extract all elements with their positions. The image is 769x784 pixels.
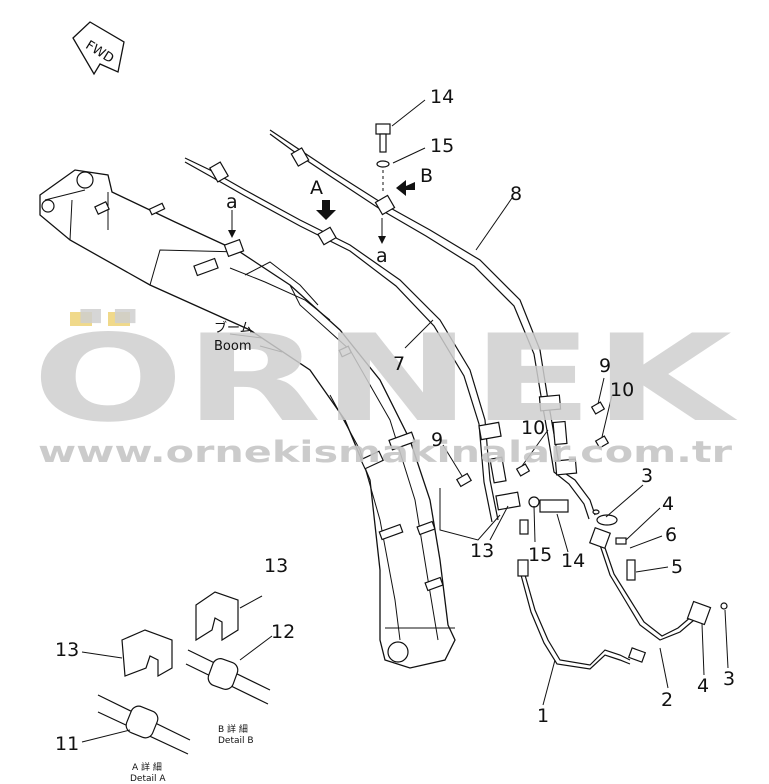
callout-13-detail-b: 13 bbox=[264, 555, 288, 577]
a-arrows bbox=[228, 210, 386, 244]
lower-fittings bbox=[439, 401, 728, 670]
view-label-b: B bbox=[420, 165, 433, 187]
callout-6: 6 bbox=[665, 524, 677, 546]
callout-9-right: 9 bbox=[599, 355, 611, 377]
callout-9-left: 9 bbox=[431, 429, 443, 451]
detail-a-en: Detail A bbox=[130, 774, 166, 784]
detail-a-jp: A 詳 細 bbox=[132, 761, 162, 773]
point-label-a-1: a bbox=[226, 191, 238, 213]
callout-13-mid: 13 bbox=[470, 540, 494, 562]
callout-10-mid: 10 bbox=[521, 417, 545, 439]
callout-3-upper: 3 bbox=[641, 465, 653, 487]
callout-4-upper: 4 bbox=[662, 493, 674, 515]
callout-14-mid: 14 bbox=[561, 550, 585, 572]
view-arrow-b-icon bbox=[396, 180, 415, 196]
callout-14-top: 14 bbox=[430, 86, 454, 108]
detail-b-jp: B 詳 細 bbox=[218, 723, 248, 735]
callout-15-mid: 15 bbox=[528, 544, 552, 566]
view-label-a: A bbox=[310, 177, 323, 199]
tube-7 bbox=[184, 157, 521, 523]
callout-12: 12 bbox=[271, 621, 295, 643]
callout-2: 2 bbox=[661, 689, 673, 711]
callout-8: 8 bbox=[510, 183, 522, 205]
watermark-url: www.ornekismakinalar.com.tr bbox=[38, 435, 733, 469]
bolt-top bbox=[375, 123, 391, 192]
leader-lines bbox=[229, 99, 729, 706]
boom-label-jp: ブーム bbox=[214, 320, 253, 336]
watermark-brand: ÖRNEK bbox=[32, 309, 738, 449]
callout-15-top: 15 bbox=[430, 135, 454, 157]
callout-10-right: 10 bbox=[610, 379, 634, 401]
callout-4-lower: 4 bbox=[697, 675, 709, 697]
tube-8 bbox=[269, 129, 596, 520]
detail-b-illustration bbox=[185, 591, 273, 705]
callout-1: 1 bbox=[537, 705, 549, 727]
point-label-a-2: a bbox=[376, 245, 388, 267]
boom-label-en: Boom bbox=[214, 339, 252, 354]
callout-11: 11 bbox=[55, 733, 79, 755]
boom-clamps bbox=[94, 201, 444, 592]
watermark: ÖRNEK www.ornekismakinalar.com.tr bbox=[32, 309, 738, 469]
callout-13-detail-a: 13 bbox=[55, 639, 79, 661]
callout-5: 5 bbox=[671, 556, 683, 578]
detail-a-illustration bbox=[81, 629, 191, 755]
view-arrow-a-icon bbox=[316, 200, 336, 220]
boom bbox=[39, 169, 456, 669]
callout-3-lower: 3 bbox=[723, 668, 735, 690]
fwd-arrow-icon: FWD bbox=[72, 21, 125, 76]
detail-b-en: Detail B bbox=[218, 736, 254, 746]
callout-7: 7 bbox=[393, 353, 405, 375]
